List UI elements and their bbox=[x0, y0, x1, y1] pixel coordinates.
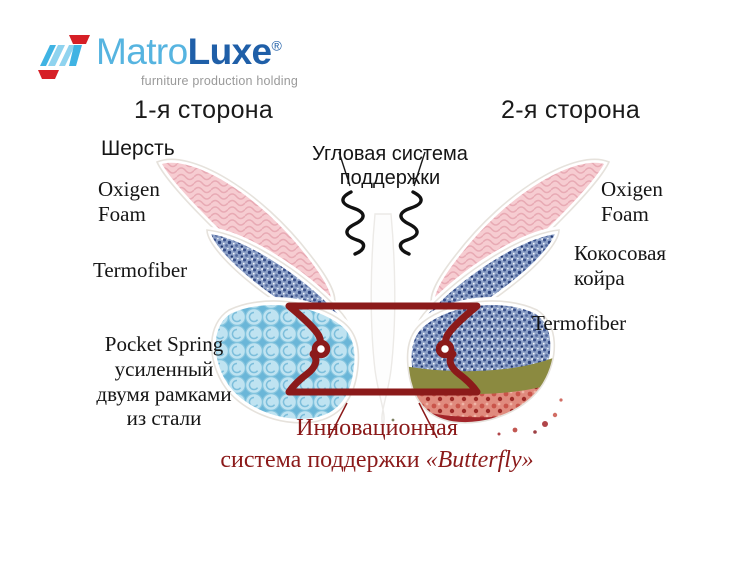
heading-side-2: 2-я сторона bbox=[501, 96, 641, 124]
innovation-caption-line2-text: система поддержки bbox=[220, 446, 426, 473]
label-oxigen-foam-left: Oxigen Foam bbox=[98, 177, 160, 227]
label-oxigen-foam-left-line2: Foam bbox=[98, 201, 146, 226]
label-oxigen-foam-right-line2: Foam bbox=[601, 201, 649, 226]
label-pocket-spring-line2: усиленный bbox=[114, 356, 214, 381]
label-wool: Шерсть bbox=[101, 137, 175, 160]
label-coconut-coir: Кокосовая койра bbox=[574, 241, 734, 291]
label-coconut-coir-line2: койра bbox=[574, 265, 625, 290]
label-coconut-coir-line1: Кокосовая bbox=[574, 241, 667, 265]
label-pocket-spring-line4: из стали bbox=[126, 406, 202, 431]
brand-wordmark: MatroLuxe® bbox=[96, 31, 282, 73]
caption-leader-lines bbox=[328, 402, 438, 438]
butterfly-brand-word: «Butterfly» bbox=[425, 446, 534, 473]
butterfly-body bbox=[370, 213, 396, 429]
label-pocket-spring-line3: двумя рамками bbox=[96, 381, 232, 406]
butterfly-spring-icon bbox=[285, 302, 481, 396]
label-termofiber-left: Termofiber bbox=[93, 258, 188, 282]
brand-logo: MatroLuxe® furniture production holding bbox=[36, 31, 306, 88]
wing-lower-right bbox=[391, 297, 563, 436]
label-corner-support: Угловая система поддержки bbox=[290, 143, 490, 190]
innovation-caption-line1: Инновационная bbox=[296, 415, 458, 441]
registered-mark-icon: ® bbox=[271, 37, 282, 54]
heading-side-1: 1-я сторона bbox=[134, 96, 274, 124]
label-pocket-spring: Pocket Spring усиленный двумя рамками из… bbox=[74, 332, 254, 431]
label-pocket-spring-line1: Pocket Spring bbox=[104, 332, 224, 356]
paint-splatter bbox=[391, 398, 563, 436]
label-corner-support-line2: поддержки bbox=[339, 166, 441, 189]
innovation-caption-line2: система поддержки «Butterfly» bbox=[0, 445, 754, 477]
label-termofiber-right: Termofiber bbox=[532, 311, 627, 335]
label-oxigen-foam-right-line1: Oxigen bbox=[601, 177, 663, 201]
corner-spring-icon bbox=[341, 190, 423, 256]
innovation-caption: Инновационная система поддержки «Butterf… bbox=[0, 413, 754, 476]
matroluxe-logo-icon bbox=[36, 33, 92, 81]
brand-word-matro: Matro bbox=[96, 31, 188, 72]
butterfly-mattress-layers-diagram bbox=[153, 151, 613, 438]
brand-word-luxe: Luxe bbox=[187, 31, 273, 72]
corner-leader-lines bbox=[338, 151, 426, 187]
label-corner-support-line1: Угловая система bbox=[312, 143, 468, 165]
brand-tagline: furniture production holding bbox=[141, 74, 299, 88]
label-oxigen-foam-left-line1: Oxigen bbox=[98, 177, 160, 201]
label-oxigen-foam-right: Oxigen Foam bbox=[601, 177, 663, 227]
